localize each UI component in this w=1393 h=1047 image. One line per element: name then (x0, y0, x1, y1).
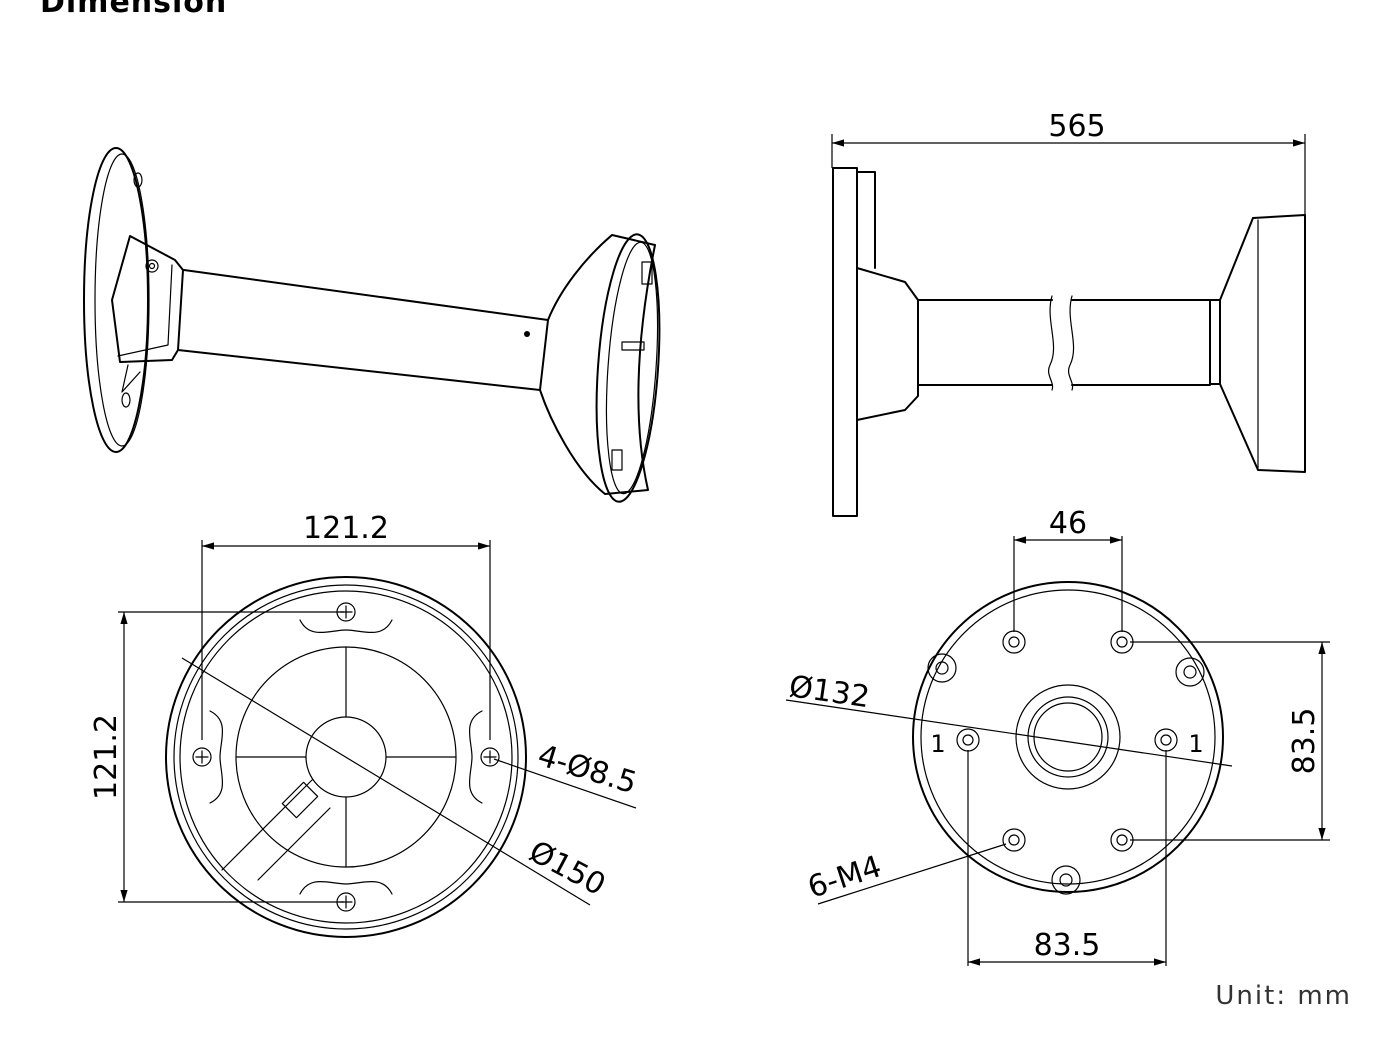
head-mount-tab (927, 653, 957, 683)
head-thread-hole (1154, 728, 1178, 752)
base-mount-hole (192, 747, 212, 767)
head-thread-hole (956, 728, 980, 752)
head-hole-spacing-bottom-label: 83.5 (1034, 928, 1101, 963)
head-thread-hole (1110, 828, 1134, 852)
base-mount-hole (336, 892, 356, 912)
head-mount-tab (1051, 865, 1081, 895)
head-diameter-label: Ø132 (787, 669, 872, 715)
head-thread-hole (1002, 630, 1026, 654)
head-bottom-view: 46 1 1 (785, 506, 1330, 966)
base-hole-spacing-h-label: 121.2 (303, 511, 389, 546)
overall-length-label: 565 (1048, 109, 1105, 144)
head-thread-holes-label: 6-M4 (804, 849, 886, 905)
head-hole-spacing-v-label: 83.5 (1287, 708, 1322, 775)
hole-marker-left: 1 (930, 730, 945, 758)
base-mount-holes-label: 4-Ø8.5 (534, 738, 641, 801)
isometric-view (83, 147, 661, 503)
unit-label: Unit: mm (1215, 981, 1352, 1011)
head-thread-hole (1002, 828, 1026, 852)
base-bottom-view: 121.2 121.2 4-Ø (89, 511, 641, 938)
head-hole-spacing-top-label: 46 (1049, 506, 1087, 541)
base-mount-hole (480, 747, 500, 767)
page-heading: Dimension (40, 0, 228, 20)
base-hole-spacing-v-label: 121.2 (89, 714, 124, 800)
base-diameter-label: Ø150 (523, 834, 611, 903)
hole-marker-right: 1 (1188, 730, 1203, 758)
head-thread-hole (1110, 630, 1134, 654)
head-mount-tab (1175, 657, 1205, 687)
base-mount-hole (336, 602, 356, 622)
side-view: 565 (831, 109, 1306, 517)
